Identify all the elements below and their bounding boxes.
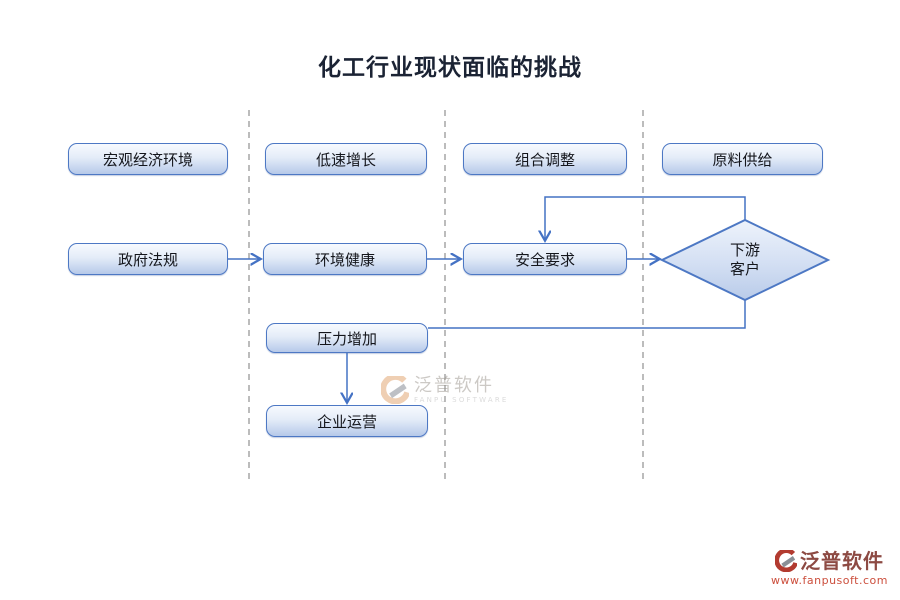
- node-macro-economy: 宏观经济环境: [68, 143, 228, 175]
- node-downstream-customer-shape: [659, 218, 831, 302]
- fanpu-logo-icon: [775, 550, 798, 572]
- watermark-center: 泛普软件 FANPU SOFTWARE: [381, 376, 509, 404]
- node-label: 企业运营: [316, 412, 377, 431]
- node-label: 原料供给: [712, 150, 773, 169]
- node-pressure-increase: 压力增加: [266, 323, 428, 353]
- node-portfolio-adjustment: 组合调整: [463, 143, 627, 175]
- diamond-label-line1: 下游: [729, 240, 760, 259]
- node-environment-health: 环境健康: [263, 243, 427, 275]
- diagram-title: 化工行业现状面临的挑战: [318, 55, 582, 81]
- fanpu-logo-icon: [381, 376, 409, 404]
- watermark-brand-text: 泛普软件: [800, 549, 885, 573]
- node-label: 政府法规: [117, 250, 178, 269]
- node-label: 组合调整: [514, 150, 575, 169]
- watermark-corner: 泛普软件 www.fanpusoft.com: [771, 550, 888, 586]
- diamond-label-line2: 客户: [729, 260, 760, 278]
- node-label: 安全要求: [514, 250, 575, 269]
- node-label: 低速增长: [315, 150, 376, 169]
- node-label: 宏观经济环境: [102, 150, 193, 169]
- watermark-brand-text: 泛普软件: [414, 374, 494, 396]
- watermark-url-text: www.fanpusoft.com: [771, 574, 888, 587]
- node-downstream-customer-label: 下游 客户: [695, 228, 795, 292]
- node-government-regulation: 政府法规: [68, 243, 228, 275]
- node-raw-material-supply: 原料供给: [662, 143, 823, 175]
- watermark-sub-text: FANPU SOFTWARE: [414, 395, 509, 404]
- node-label: 压力增加: [316, 329, 377, 348]
- connector-diamond-feedback-to-safety: [545, 196, 746, 240]
- node-enterprise-operation: 企业运营: [266, 405, 428, 437]
- node-low-growth: 低速增长: [265, 143, 427, 175]
- node-safety-requirement: 安全要求: [463, 243, 627, 275]
- node-label: 环境健康: [314, 250, 375, 269]
- connector-diamond-to-pressure: [428, 300, 746, 329]
